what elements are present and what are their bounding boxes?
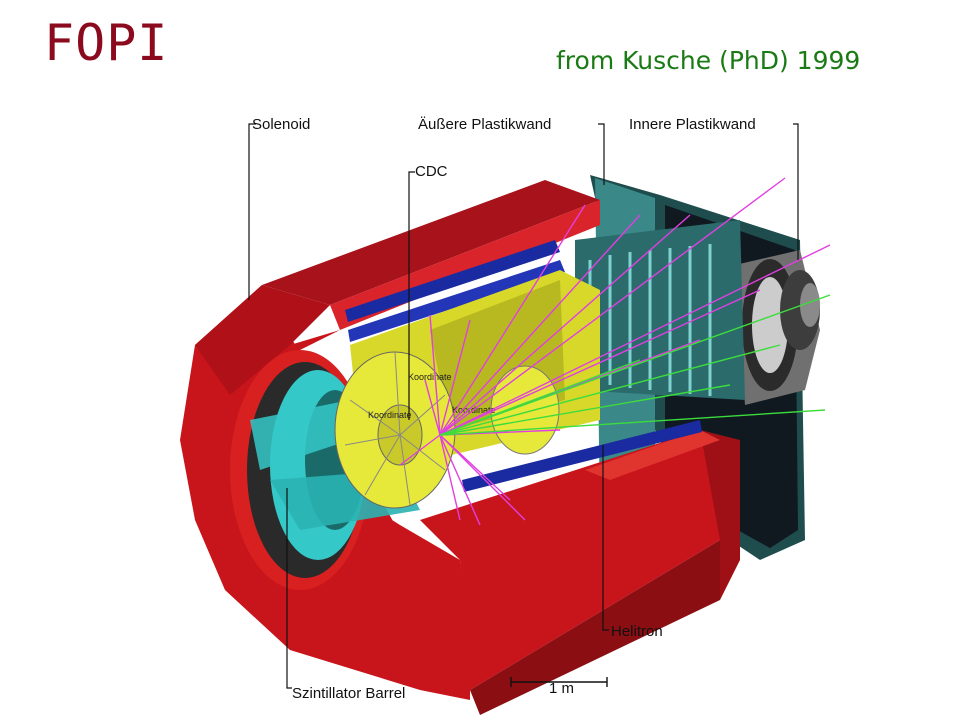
- slide-title: FOPI: [44, 14, 169, 72]
- helitron-sectors: [575, 220, 745, 400]
- source-citation: from Kusche (PhD) 1999: [556, 46, 861, 75]
- central-drift-chamber: Koordinate Koordinate Koordinate: [334, 270, 600, 509]
- inner-mark-2: Koordinate: [368, 410, 412, 420]
- particle-tracks: [399, 177, 831, 526]
- label-leaders: [248, 123, 799, 689]
- label-outer-plastic-wall: Äußere Plastikwand: [418, 116, 551, 133]
- label-solenoid: Solenoid: [252, 116, 310, 133]
- scale-bar: 1 m: [510, 677, 608, 697]
- label-helitron: Helitron: [611, 623, 663, 640]
- solenoid-coil: [345, 240, 702, 492]
- label-scintillator-barrel: Szintillator Barrel: [292, 685, 405, 702]
- label-cdc: CDC: [415, 163, 448, 180]
- inner-plastic-wall: [735, 250, 820, 405]
- scale-label: 1 m: [549, 680, 574, 697]
- inner-mark-1: Koordinate: [408, 372, 452, 382]
- label-inner-plastic-wall: Innere Plastikwand: [629, 116, 756, 133]
